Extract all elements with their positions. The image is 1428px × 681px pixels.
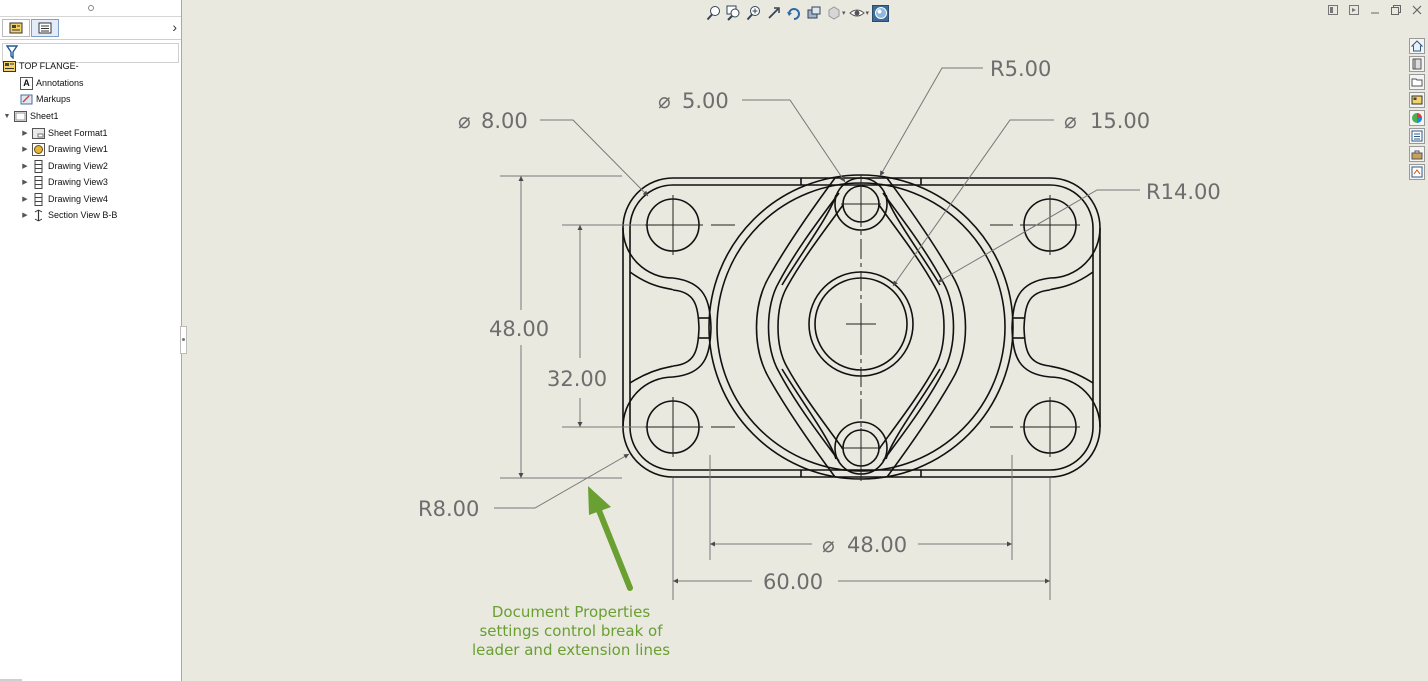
- dim-dia-48[interactable]: 48.00: [847, 533, 907, 557]
- tile-right-icon[interactable]: [1349, 4, 1359, 18]
- panel-tabs: ›: [0, 17, 181, 40]
- centerlines: [643, 175, 1080, 481]
- expand-right-icon[interactable]: ▶: [22, 146, 28, 153]
- expand-down-icon[interactable]: ▼: [3, 112, 11, 120]
- zoom-in-out-icon[interactable]: [745, 5, 762, 22]
- dim-dia-48-symbol: ⌀: [822, 533, 835, 557]
- hide-show-icon[interactable]: [849, 5, 866, 22]
- custom-properties-icon[interactable]: [1409, 128, 1425, 144]
- design-library-icon[interactable]: [1409, 56, 1425, 72]
- tree-item-markups[interactable]: Markups: [20, 91, 71, 107]
- tree-item-drawing-view2[interactable]: ▶ Drawing View2: [21, 158, 108, 174]
- drawing-view-icon: [32, 175, 45, 189]
- callout-arrow: [588, 486, 633, 591]
- tree-item-label: Drawing View3: [48, 177, 108, 187]
- zoom-to-area-icon[interactable]: [725, 5, 742, 22]
- zoom-to-fit-icon[interactable]: [705, 5, 722, 22]
- dim-dia-5-symbol: ⌀: [658, 89, 671, 113]
- home-icon[interactable]: [1409, 38, 1425, 54]
- expand-right-icon[interactable]: ▶: [22, 212, 28, 219]
- callout-line-2: settings control break of: [479, 622, 663, 640]
- tree-item-label: Annotations: [36, 78, 84, 88]
- section-view-icon: [32, 209, 45, 222]
- dim-r8[interactable]: R8.00: [418, 497, 479, 521]
- tree-item-label: Drawing View1: [48, 144, 108, 154]
- tree-item-annotations[interactable]: A Annotations: [20, 75, 84, 91]
- callout-text: Document Properties settings control bre…: [472, 603, 670, 659]
- panel-grip[interactable]: [0, 0, 181, 17]
- drawing-view-icon: [32, 192, 45, 206]
- tile-left-icon[interactable]: [1328, 4, 1338, 18]
- display-style-icon[interactable]: [825, 5, 842, 22]
- tree-item-label: Markups: [36, 94, 71, 104]
- sheet-format-icon: [32, 127, 45, 140]
- close-icon[interactable]: [1412, 4, 1422, 18]
- filter-icon[interactable]: [5, 45, 19, 64]
- dim-r14[interactable]: R14.00: [1146, 180, 1221, 204]
- tab-property-manager[interactable]: [31, 19, 59, 37]
- expand-right-icon[interactable]: ▶: [22, 163, 28, 170]
- panel-bottom-edge: [0, 679, 22, 681]
- minimize-icon[interactable]: [1370, 4, 1380, 18]
- tree-item-label: Sheet1: [30, 111, 59, 121]
- dim-dia-8[interactable]: 8.00: [481, 109, 528, 133]
- property-manager-icon: [38, 22, 52, 34]
- filter-bar[interactable]: [2, 43, 179, 63]
- tree-item-sheet-format1[interactable]: ▶ Sheet Format1: [21, 125, 108, 141]
- forum-icon[interactable]: [1409, 164, 1425, 180]
- sheet-icon: [14, 110, 27, 123]
- panel-collapse-handle[interactable]: [180, 326, 187, 354]
- task-pane: [1409, 38, 1427, 180]
- dim-dia-15-symbol: ⌀: [1064, 109, 1077, 133]
- tree-item-drawing-view4[interactable]: ▶ Drawing View4: [21, 191, 108, 207]
- tree-item-label: Section View B-B: [48, 210, 118, 220]
- rotate-icon[interactable]: [785, 5, 802, 22]
- toolbox-icon[interactable]: [1409, 146, 1425, 162]
- window-controls: [1328, 4, 1422, 18]
- tree-item-sheet1[interactable]: ▼ Sheet1: [3, 108, 59, 124]
- tree-item-drawing-view1[interactable]: ▶ Drawing View1: [21, 141, 108, 157]
- drawing-view-3d-icon: [32, 142, 45, 156]
- appearances-icon[interactable]: [1409, 110, 1425, 126]
- expand-right-icon[interactable]: ▶: [22, 196, 28, 203]
- display-style-dropdown-icon[interactable]: ▾: [842, 10, 846, 17]
- markups-icon: [20, 93, 33, 106]
- tree-item-drawing-view3[interactable]: ▶ Drawing View3: [21, 174, 108, 190]
- expand-right-icon[interactable]: ▶: [22, 130, 28, 137]
- dim-dia-15[interactable]: 15.00: [1090, 109, 1150, 133]
- heads-up-view-toolbar: ▾ ▾: [705, 3, 890, 23]
- dim-dia-8-symbol: ⌀: [458, 109, 471, 133]
- drawing-icon: [3, 60, 16, 73]
- tab-feature-manager[interactable]: [2, 19, 30, 37]
- dim-dia-5[interactable]: 5.00: [682, 89, 729, 113]
- tree-item-label: Drawing View4: [48, 194, 108, 204]
- tree-root[interactable]: TOP FLANGE-: [3, 58, 79, 74]
- tree-item-label: Sheet Format1: [48, 128, 108, 138]
- hide-show-dropdown-icon[interactable]: ▾: [865, 10, 870, 17]
- dim-60[interactable]: 60.00: [763, 570, 823, 594]
- dim-32-vertical[interactable]: 32.00: [547, 367, 607, 391]
- annotations-icon: A: [20, 76, 33, 90]
- tree-item-label: Drawing View2: [48, 161, 108, 171]
- callout-line-1: Document Properties: [492, 603, 650, 621]
- dim-r5[interactable]: R5.00: [990, 57, 1051, 81]
- dimension-lines: [494, 67, 1140, 600]
- file-explorer-icon[interactable]: [1409, 74, 1425, 90]
- dim-48-vertical[interactable]: 48.00: [489, 317, 549, 341]
- feature-manager-icon: [9, 22, 23, 34]
- dimension-text: ⌀ 8.00 ⌀ 5.00 R5.00 ⌀ 15.00 R14.00 48.00…: [418, 57, 1221, 594]
- callout-line-3: leader and extension lines: [472, 641, 670, 659]
- restore-icon[interactable]: [1391, 4, 1401, 18]
- previous-view-icon[interactable]: [765, 5, 782, 22]
- view-palette-icon[interactable]: [1409, 92, 1425, 108]
- drawing-view-icon: [32, 159, 45, 173]
- expand-right-icon[interactable]: ▶: [22, 179, 28, 186]
- feature-manager-panel: › TOP FLANGE- A Annotations Markups ▼ Sh…: [0, 0, 182, 681]
- pan-icon[interactable]: [805, 5, 822, 22]
- tree-item-section-view[interactable]: ▶ Section View B-B: [21, 207, 117, 223]
- view-settings-icon[interactable]: [872, 4, 890, 22]
- panel-expand-arrow-icon[interactable]: ›: [172, 19, 177, 35]
- tree-root-label: TOP FLANGE-: [19, 61, 79, 71]
